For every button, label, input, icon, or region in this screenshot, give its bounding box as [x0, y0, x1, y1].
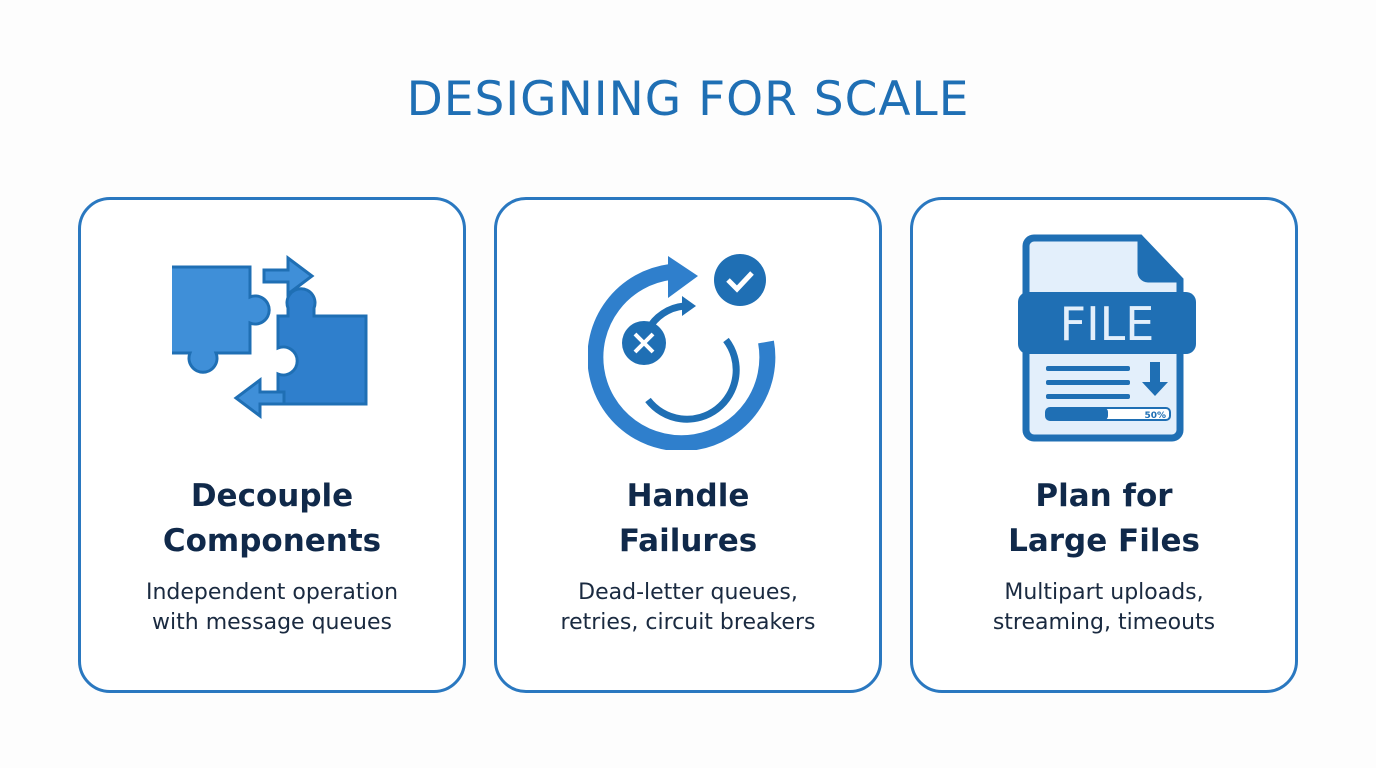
description-line: Multipart uploads,: [1004, 580, 1204, 605]
heading-line: Plan for: [1035, 478, 1173, 514]
page-title: DESIGNING FOR SCALE: [406, 72, 970, 127]
heading-line: Components: [162, 523, 382, 559]
file-label: FILE: [1060, 297, 1155, 351]
description-line: Independent operation: [145, 580, 399, 605]
heading-line: Handle: [626, 478, 750, 514]
heading-line: Decouple: [190, 478, 354, 514]
retry-cycle-icon: [588, 254, 776, 450]
description-line: streaming, timeouts: [992, 610, 1216, 635]
progress-label: 50%: [1144, 411, 1166, 421]
description-line: with message queues: [152, 610, 392, 635]
card-description: Multipart uploads, streaming, timeouts: [913, 578, 1295, 638]
progress-bar-fill: [1046, 408, 1108, 420]
card-description: Dead-letter queues, retries, circuit brea…: [497, 578, 879, 638]
card-description: Independent operation with message queues: [81, 578, 463, 638]
heading-line: Failures: [618, 523, 758, 559]
file-download-icon: FILE 50%: [1018, 234, 1196, 442]
description-line: Dead-letter queues,: [578, 580, 798, 605]
description-line: retries, circuit breakers: [560, 610, 816, 635]
puzzle-pieces-icon: [172, 255, 368, 419]
heading-line: Large Files: [1008, 523, 1200, 559]
